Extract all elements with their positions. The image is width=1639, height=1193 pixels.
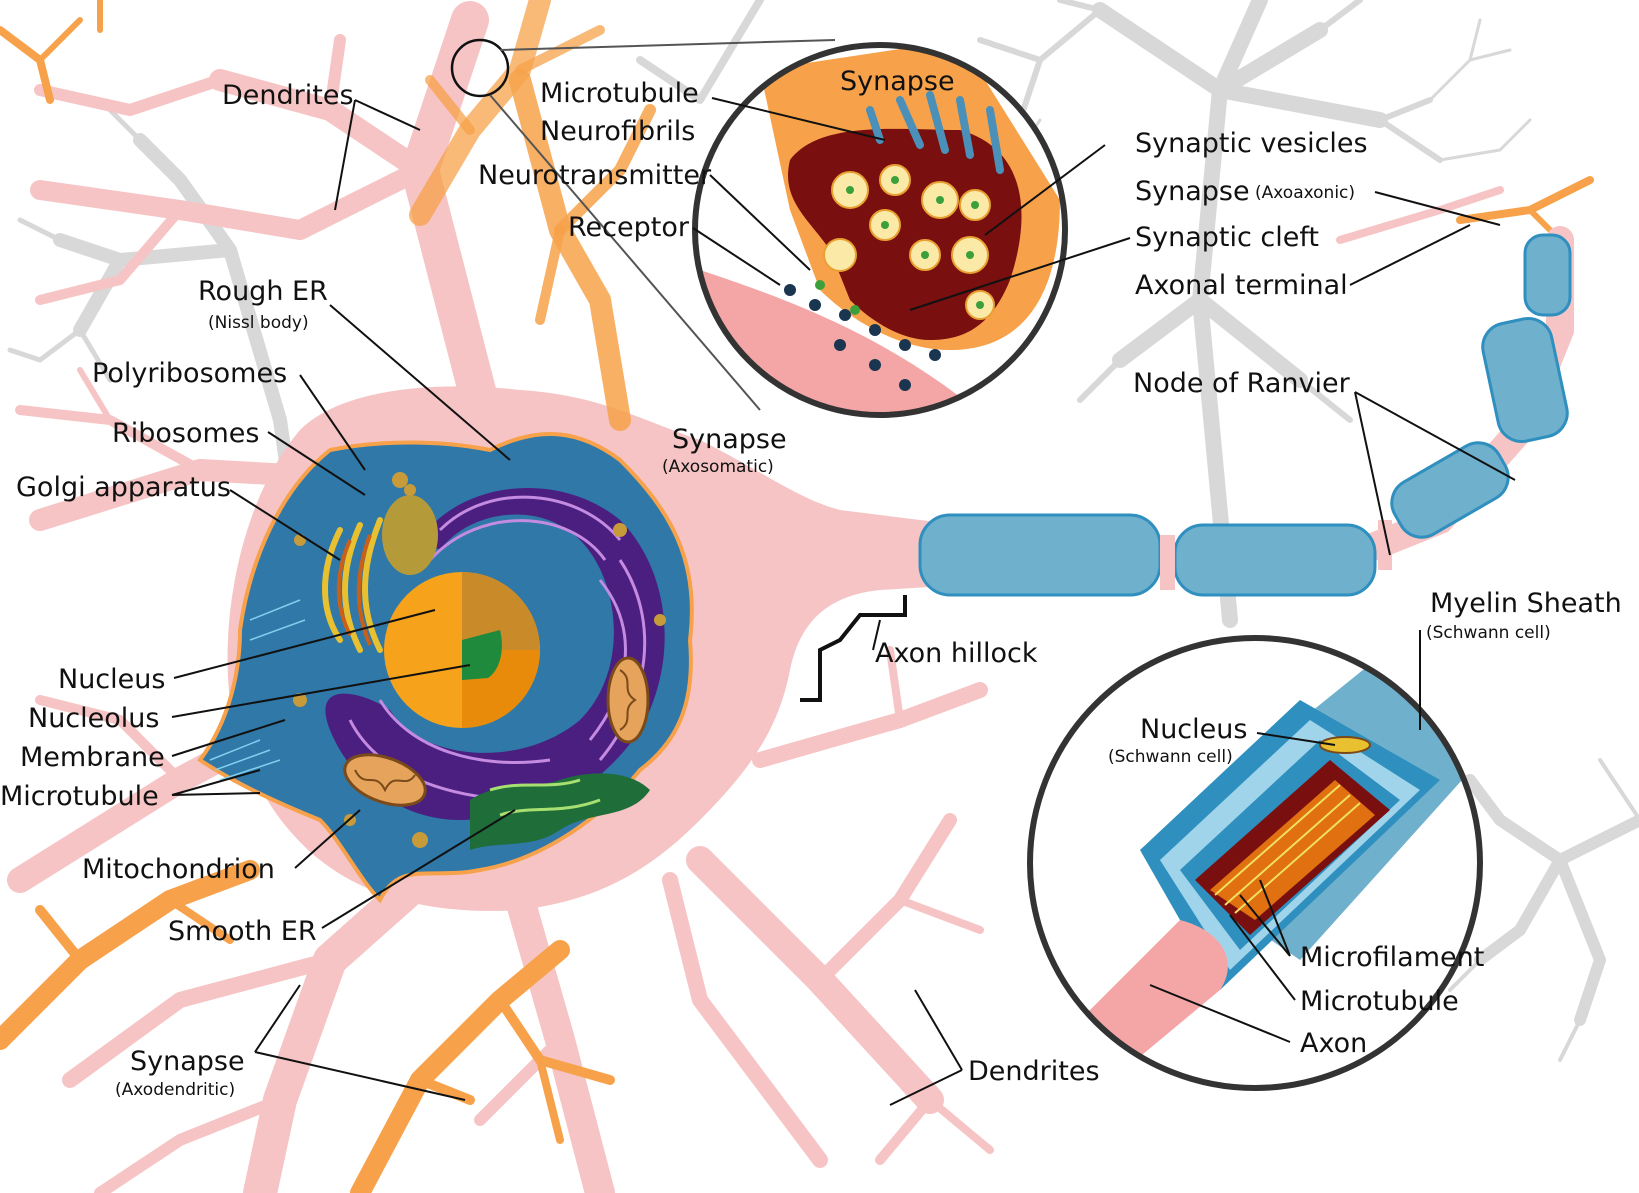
label-dendrites-bottom: Dendrites [968, 1056, 1100, 1087]
label-dendrites-top: Dendrites [222, 80, 354, 111]
label-rough-er-sub: (Nissl body) [208, 313, 309, 333]
label-nucleus: Nucleus [58, 664, 165, 695]
label-nucleolus: Nucleolus [28, 703, 159, 734]
golgi-vesicle-area [382, 495, 438, 575]
label-schwann-nucleus-sub: (Schwann cell) [1108, 747, 1233, 767]
label-axon-hillock: Axon hillock [875, 638, 1038, 669]
label-myelin-sheath-sub: (Schwann cell) [1426, 623, 1551, 643]
label-synapse-axodendritic: Synapse [130, 1046, 245, 1077]
label-synapse-axoaxonic-sub: (Axoaxonic) [1255, 183, 1355, 203]
label-synaptic-cleft: Synaptic cleft [1135, 222, 1319, 253]
axon-inset [1030, 638, 1480, 1090]
label-synapse-axodendritic-sub: (Axodendritic) [115, 1080, 235, 1100]
label-polyribosomes: Polyribosomes [92, 358, 287, 389]
label-axon: Axon [1300, 1028, 1367, 1059]
label-microtubule: Microtubule [0, 781, 159, 812]
label-neurotransmitter: Neurotransmitter [478, 160, 712, 191]
label-schwann-nucleus: Nucleus [1140, 714, 1247, 745]
label-smooth-er: Smooth ER [168, 916, 317, 947]
label-microtubule-inset: Microtubule [1300, 986, 1459, 1017]
label-synaptic-vesicles: Synaptic vesicles [1135, 128, 1368, 159]
label-ribosomes: Ribosomes [112, 418, 260, 449]
label-microtubule-neurofibrils-1: Microtubule [540, 78, 699, 109]
label-mitochondrion: Mitochondrion [82, 854, 275, 885]
label-axonal-terminal: Axonal terminal [1135, 270, 1348, 301]
label-node-of-ranvier: Node of Ranvier [1133, 368, 1351, 399]
label-microfilament: Microfilament [1300, 942, 1484, 973]
label-membrane: Membrane [20, 742, 165, 773]
label-microtubule-neurofibrils-2: Neurofibrils [540, 116, 695, 147]
label-synapse-inset-title: Synapse [840, 66, 955, 97]
label-rough-er: Rough ER [198, 276, 328, 307]
label-synapse-axosomatic: Synapse [672, 424, 787, 455]
label-golgi-apparatus: Golgi apparatus [16, 472, 231, 503]
label-receptor: Receptor [568, 212, 690, 243]
label-myelin-sheath: Myelin Sheath [1430, 588, 1622, 619]
label-synapse-axosomatic-sub: (Axosomatic) [662, 457, 774, 477]
label-synapse-axoaxonic: Synapse [1135, 176, 1250, 207]
